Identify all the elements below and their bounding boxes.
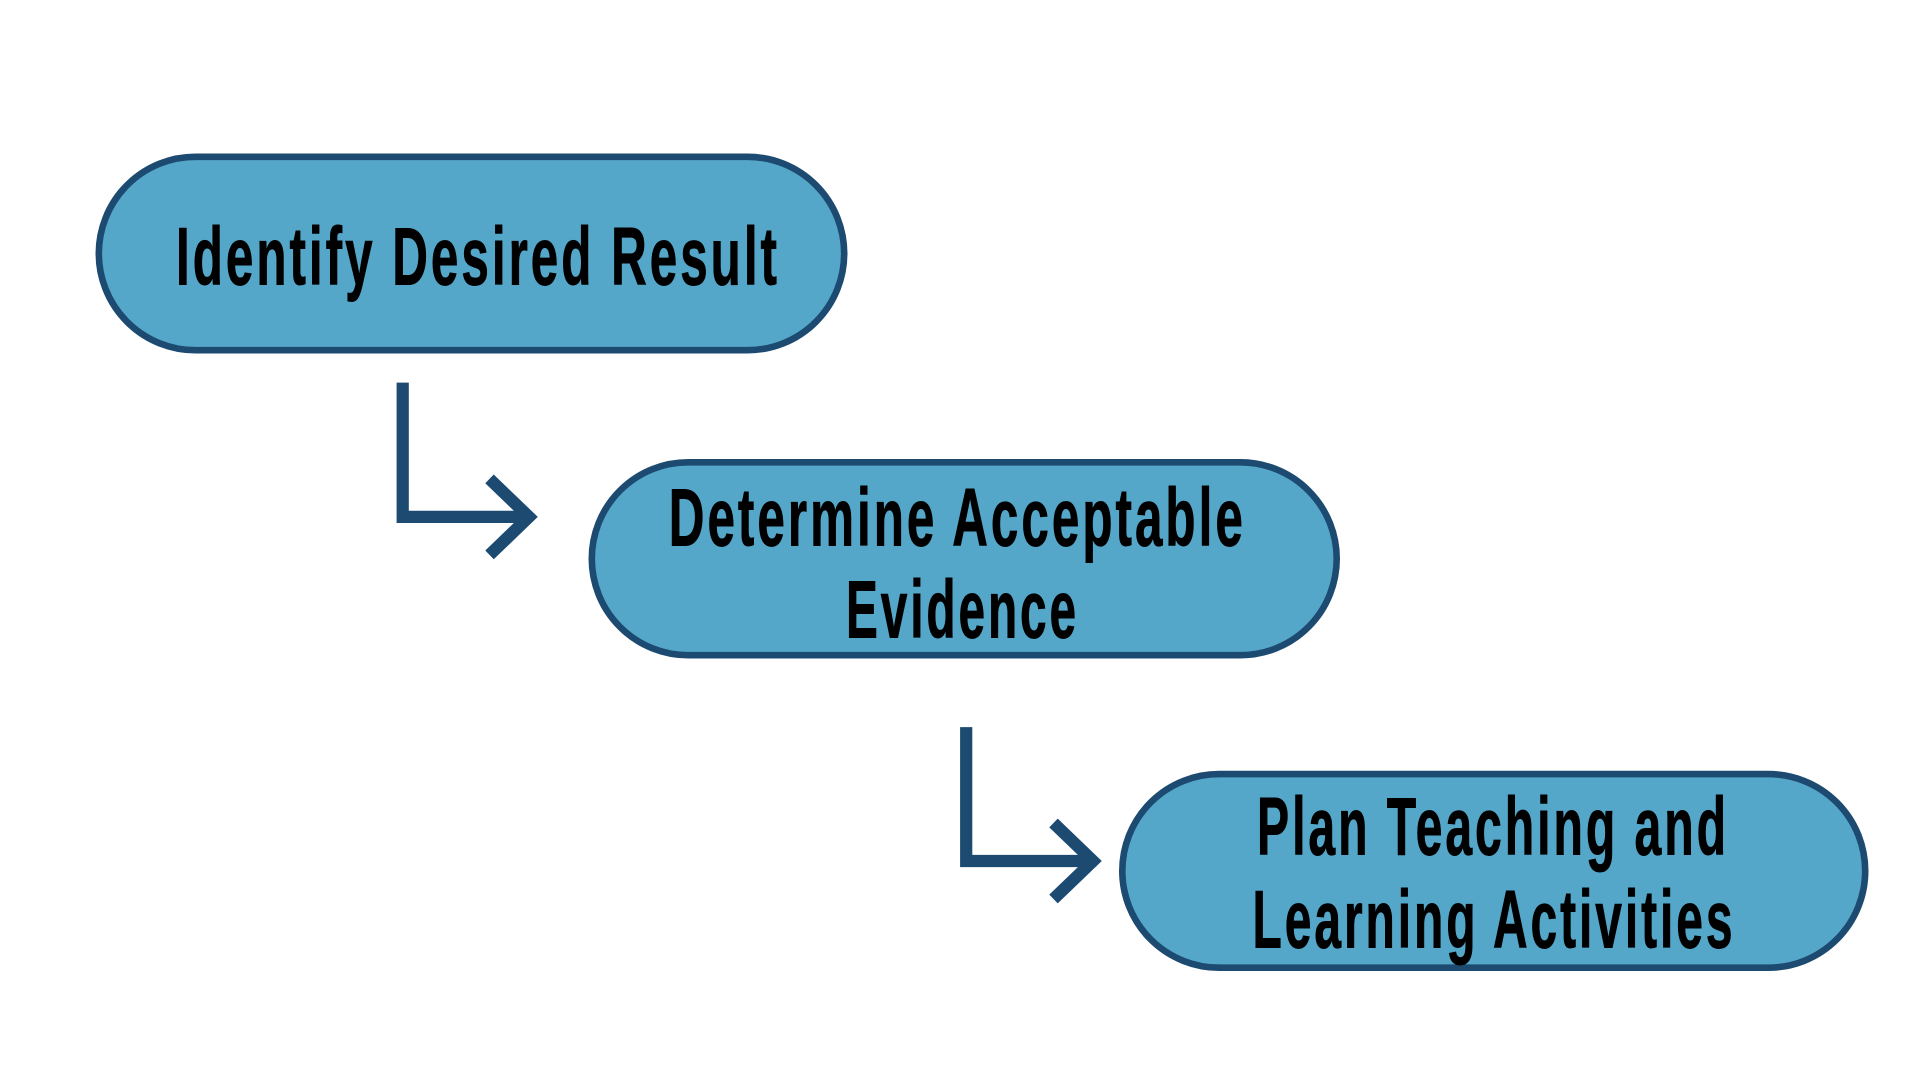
svg-text:Evidence: Evidence (846, 565, 1079, 656)
svg-text:Learning Activities: Learning Activities (1253, 875, 1736, 966)
svg-text:Plan Teaching and: Plan Teaching and (1257, 782, 1729, 873)
svg-text:Identify Desired Result: Identify Desired Result (176, 211, 780, 302)
svg-text:Determine Acceptable: Determine Acceptable (669, 472, 1246, 563)
